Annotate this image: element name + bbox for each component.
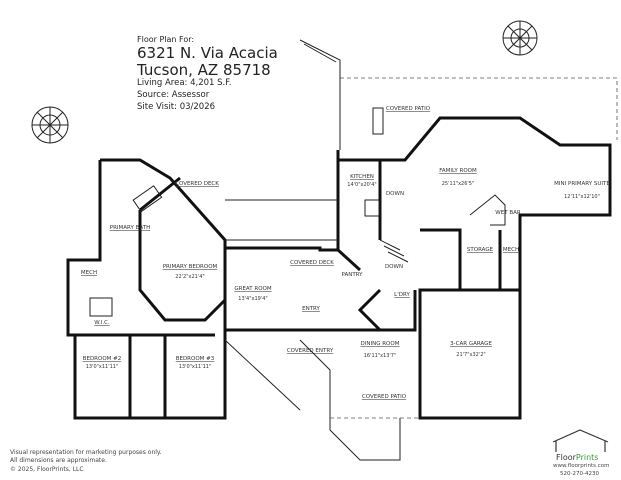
svg-text:22'2"x21'4": 22'2"x21'4"	[175, 274, 204, 280]
room-covered-patio-bottom: COVERED PATIO	[362, 394, 407, 400]
patio-grill	[372, 107, 384, 135]
svg-text:14'0"x20'4": 14'0"x20'4"	[347, 182, 376, 188]
room-covered-deck-left: COVERED DECK	[175, 181, 219, 187]
room-wic: W.I.C.	[94, 320, 110, 326]
svg-text:13'4"x19'4": 13'4"x19'4"	[238, 296, 267, 302]
room-storage: STORAGE	[467, 247, 494, 253]
svg-text:GREAT ROOM: GREAT ROOM	[234, 286, 271, 292]
svg-text:16'11"x13'7": 16'11"x13'7"	[364, 353, 397, 359]
room-mech-right: MECH	[503, 247, 519, 253]
room-laundry: L'DRY	[394, 292, 410, 298]
patio-wall	[299, 39, 341, 150]
svg-text:COVERED PATIO: COVERED PATIO	[386, 106, 431, 112]
entry-walls	[224, 339, 401, 461]
kitchen-island	[364, 199, 380, 217]
patio-boundary	[340, 77, 618, 140]
svg-text:13'0"x11'11": 13'0"x11'11"	[179, 364, 212, 370]
floor-plan-intro: Floor Plan For:	[137, 35, 195, 44]
room-covered-patio-top: COVERED PATIO	[386, 106, 431, 112]
room-covered-deck-center: COVERED DECK	[290, 260, 334, 266]
tree-icon	[502, 20, 538, 56]
svg-text:MINI PRIMARY SUITE: MINI PRIMARY SUITE	[554, 181, 610, 187]
svg-text:KITCHEN: KITCHEN	[350, 174, 374, 180]
living-area: Living Area: 4,201 S.F.	[137, 78, 232, 88]
website-link[interactable]: www.floorprints.com	[553, 463, 610, 469]
svg-text:FAMILY ROOM: FAMILY ROOM	[439, 168, 477, 174]
address-line-2: Tucson, AZ 85718	[137, 61, 271, 79]
brand-prints: Prints	[575, 453, 599, 462]
exterior-wall-center	[223, 160, 417, 332]
room-dining-room: DINING ROOM 16'11"x13'7"	[361, 341, 400, 359]
address-line-1: 6321 N. Via Acacia	[137, 44, 278, 62]
svg-text:DINING ROOM: DINING ROOM	[361, 341, 400, 347]
svg-text:25'11"x26'5": 25'11"x26'5"	[442, 181, 475, 187]
tree-icon	[31, 106, 69, 144]
svg-text:21'7"x32'2": 21'7"x32'2"	[456, 352, 485, 358]
svg-text:BEDROOM #3: BEDROOM #3	[176, 356, 215, 362]
room-garage: 3-CAR GARAGE 21'7"x32'2"	[450, 341, 492, 358]
brand-floor: Floor	[556, 453, 576, 462]
bathtub	[132, 185, 163, 213]
disclaimer-line-1: Visual representation for marketing purp…	[10, 449, 162, 456]
svg-text:BEDROOM #2: BEDROOM #2	[83, 356, 122, 362]
room-kitchen: KITCHEN 14'0"x20'4"	[347, 174, 376, 188]
svg-text:3-CAR GARAGE: 3-CAR GARAGE	[450, 341, 492, 347]
brand-name: FloorPrints	[556, 453, 598, 462]
floorprints-logo-icon	[552, 429, 609, 452]
exterior-wall-east	[336, 116, 612, 420]
room-primary-bedroom: PRIMARY BEDROOM 22'2"x21'4"	[163, 264, 218, 280]
exterior-wall-west	[66, 158, 227, 420]
room-entry: ENTRY	[302, 306, 320, 312]
site-visit: Site Visit: 03/2026	[137, 102, 216, 112]
room-covered-entry: COVERED ENTRY	[287, 348, 334, 354]
wet-bar-counter	[469, 194, 506, 226]
room-primary-bath: PRIMARY BATH	[110, 225, 150, 231]
source: Source: Assessor	[137, 90, 210, 100]
interior-walls-east	[336, 160, 502, 332]
svg-text:12'11"x12'10": 12'11"x12'10"	[564, 194, 600, 200]
disclaimer-line-2: All dimensions are approximate.	[10, 457, 107, 464]
room-pantry: PANTRY	[341, 272, 363, 278]
svg-text:PRIMARY BEDROOM: PRIMARY BEDROOM	[163, 264, 218, 270]
deck-lines	[225, 199, 338, 241]
wic-island	[89, 297, 113, 317]
stair-down-label: DOWN	[386, 191, 404, 197]
room-great-room: GREAT ROOM 13'4"x19'4"	[234, 286, 271, 302]
interior-walls-west	[75, 176, 227, 418]
svg-text:13'0"x11'11": 13'0"x11'11"	[86, 364, 119, 370]
room-family-room: FAMILY ROOM 25'11"x26'5"	[439, 168, 477, 187]
room-bedroom-2: BEDROOM #2 13'0"x11'11"	[83, 356, 122, 370]
copyright: © 2025, FloorPrints, LLC	[10, 466, 84, 473]
room-bedroom-3: BEDROOM #3 13'0"x11'11"	[176, 356, 215, 370]
stairs	[379, 239, 409, 263]
room-mini-primary-suite: MINI PRIMARY SUITE 12'11"x12'10"	[554, 181, 610, 200]
room-mech-left: MECH	[81, 270, 97, 276]
phone: 520-270-4230	[560, 471, 599, 477]
room-wet-bar: WET BAR	[495, 210, 521, 216]
stair-down-label: DOWN	[385, 264, 403, 270]
